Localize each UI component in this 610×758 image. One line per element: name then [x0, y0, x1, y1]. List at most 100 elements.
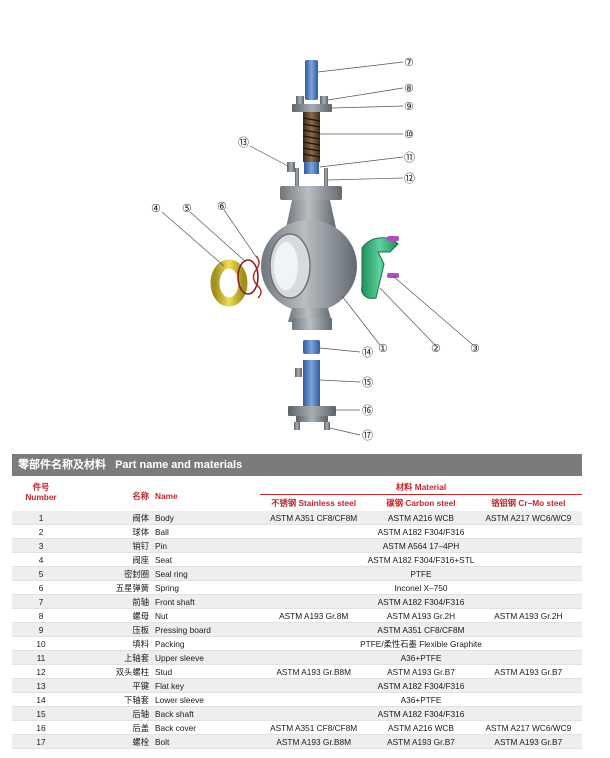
- material-carbon-cell: ASTM A193 Gr.2H: [367, 608, 475, 623]
- callout-3: ③: [470, 343, 480, 355]
- header-number: 件号 Number: [12, 480, 70, 511]
- material-all-cell: ASTM A182 F304/F316: [260, 706, 582, 721]
- material-stainless-cell: ASTM A351 CF8/CF8M: [260, 720, 368, 735]
- material-carbon-cell: ASTM A193 Gr.B7: [367, 734, 475, 749]
- material-carbon-cell: ASTM A216 WCB: [367, 511, 475, 525]
- callout-2: ②: [431, 343, 441, 355]
- part-name-en-cell: Flat key: [152, 678, 260, 693]
- material-all-cell: A36+PTFE: [260, 650, 582, 665]
- callout-1: ①: [378, 343, 388, 355]
- part-name-cn-cell: 下轴套: [70, 692, 152, 707]
- material-stainless-cell: ASTM A193 Gr.B8M: [260, 734, 368, 749]
- header-number-en: Number: [25, 492, 57, 502]
- spring-part: [252, 255, 262, 299]
- material-all-cell: ASTM A182 F304/F316: [260, 594, 582, 609]
- material-carbon-cell: ASTM A193 Gr.B7: [367, 664, 475, 679]
- callout-10: ⑩: [404, 129, 414, 141]
- callout-labels: ⑦ ⑧ ⑨ ⑩ ⑪ ⑫ ⑬ ④ ⑤ ⑥ ① ② ③ ⑭ ⑮ ⑯ ⑰: [151, 57, 480, 442]
- part-number-cell: 14: [12, 692, 70, 707]
- part-name-cn-cell: 上轴套: [70, 650, 152, 665]
- part-name-cn-cell: 螺母: [70, 608, 152, 623]
- part-name-en-cell: Seal ring: [152, 566, 260, 581]
- back-cover-part: [288, 406, 336, 422]
- part-name-cn-cell: 球体: [70, 524, 152, 539]
- material-crmo-cell: ASTM A193 Gr.B7: [474, 734, 582, 749]
- part-name-en-cell: Pin: [152, 538, 260, 553]
- part-name-cn-cell: 前轴: [70, 594, 152, 609]
- header-number-cn: 件号: [32, 482, 50, 492]
- header-carbon: 碳钢 Carbon steel: [367, 494, 475, 511]
- part-number-cell: 1: [12, 511, 70, 525]
- part-number-cell: 5: [12, 566, 70, 581]
- part-name-en-cell: Spring: [152, 580, 260, 595]
- front-shaft-part: [305, 60, 318, 100]
- part-name-cn-cell: 填料: [70, 636, 152, 651]
- part-number-cell: 10: [12, 636, 70, 651]
- part-name-cn-cell: 阀体: [70, 511, 152, 525]
- part-name-en-cell: Lower sleeve: [152, 692, 260, 707]
- callout-13: ⑬: [238, 136, 249, 149]
- flat-key-part: [287, 162, 295, 172]
- part-name-en-cell: Stud: [152, 664, 260, 679]
- callout-15: ⑮: [362, 376, 373, 389]
- parts-table: 件号 Number 名称 Name 材料 Material 不锈钢 Stainl…: [12, 480, 582, 749]
- material-all-cell: Inconel X–750: [260, 580, 582, 595]
- callout-7: ⑦: [404, 57, 414, 69]
- pin-part: [387, 236, 399, 278]
- leader-lines: [161, 61, 474, 436]
- body-part: [261, 186, 357, 330]
- nut-part: [296, 96, 328, 105]
- packing-part: [302, 112, 321, 162]
- material-crmo-cell: ASTM A217 WC6/WC9: [474, 720, 582, 735]
- part-number-cell: 13: [12, 678, 70, 693]
- parts-materials-section: 零部件名称及材料 Part name and materials 件号 Numb…: [12, 454, 582, 749]
- header-crmo: 铬钼钢 Cr–Mo steel: [474, 494, 582, 511]
- callout-9: ⑨: [404, 101, 414, 113]
- exploded-valve-diagram: ⑦ ⑧ ⑨ ⑩ ⑪ ⑫ ⑬ ④ ⑤ ⑥ ① ② ③ ⑭ ⑮ ⑯ ⑰: [151, 57, 480, 442]
- pressing-board-part: [292, 104, 332, 112]
- part-name-en-cell: Bolt: [152, 734, 260, 749]
- part-name-cn-cell: 后轴: [70, 706, 152, 721]
- bolt-part: [294, 422, 330, 430]
- material-crmo-cell: ASTM A217 WC6/WC9: [474, 511, 582, 525]
- part-name-cn-cell: 螺栓: [70, 734, 152, 749]
- material-stainless-cell: ASTM A193 Gr.B8M: [260, 664, 368, 679]
- part-name-en-cell: Seat: [152, 552, 260, 567]
- header-material-cn: 材料: [395, 482, 413, 492]
- callout-5: ⑤: [182, 203, 192, 215]
- part-name-en-cell: Back shaft: [152, 706, 260, 721]
- part-name-en-cell: Nut: [152, 608, 260, 623]
- table-title-bar: 零部件名称及材料 Part name and materials: [12, 454, 582, 476]
- callout-16: ⑯: [362, 404, 373, 417]
- header-material-en: Material: [414, 482, 447, 492]
- material-stainless-cell: ASTM A193 Gr.8M: [260, 608, 368, 623]
- callout-12: ⑫: [404, 172, 415, 185]
- part-number-cell: 3: [12, 538, 70, 553]
- header-stainless: 不锈钢 Stainless steel: [260, 494, 368, 511]
- part-name-cn-cell: 阀座: [70, 552, 152, 567]
- part-number-cell: 11: [12, 650, 70, 665]
- material-carbon-cell: ASTM A216 WCB: [367, 720, 475, 735]
- part-number-cell: 12: [12, 664, 70, 679]
- callout-14: ⑭: [362, 346, 373, 359]
- material-all-cell: A36+PTFE: [260, 692, 582, 707]
- part-number-cell: 7: [12, 594, 70, 609]
- part-name-cn-cell: 密封圈: [70, 566, 152, 581]
- header-name-cn: 名称: [70, 480, 152, 511]
- part-name-cn-cell: 双头螺柱: [70, 664, 152, 679]
- material-all-cell: ASTM A564 17–4PH: [260, 538, 582, 553]
